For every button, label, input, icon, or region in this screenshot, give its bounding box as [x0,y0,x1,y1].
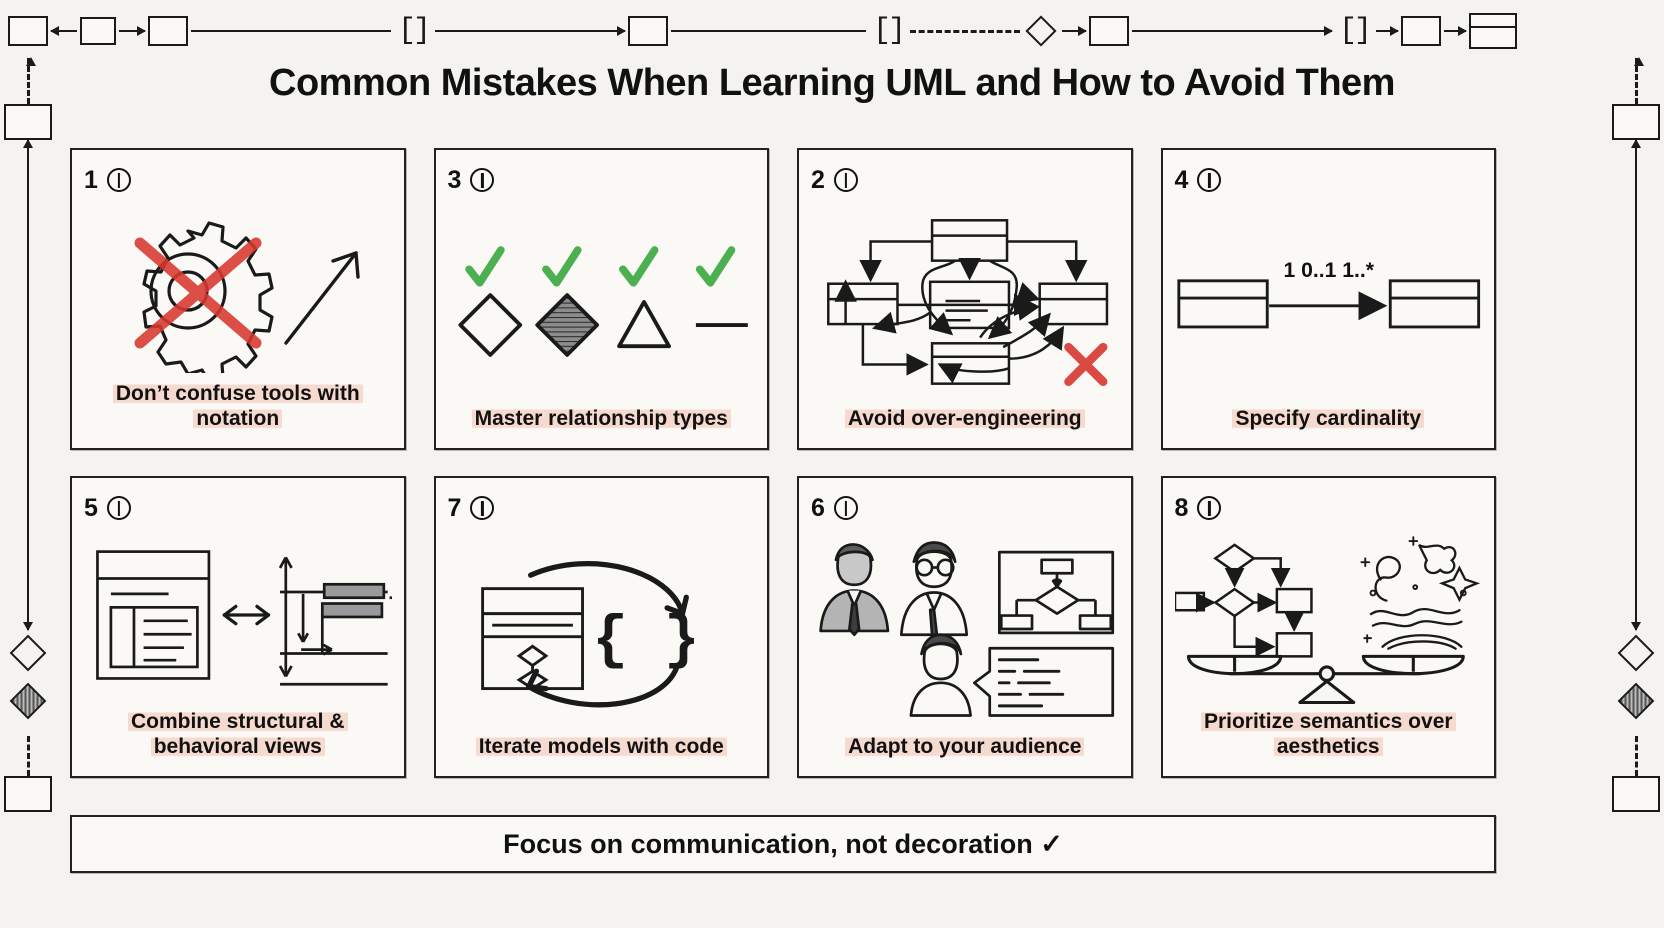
side-arrow-down [1631,618,1641,631]
chain-box [8,16,48,46]
tip-card-5[interactable]: 5 [70,476,406,778]
card-caption: Don’t confuse tools with notation [84,381,392,436]
side-filled-diamond-icon [1617,682,1655,720]
chain-bracket-icon: [] [398,14,431,48]
card-caption: Avoid over-engineering [811,406,1119,436]
tip-card-6[interactable]: 6 [797,476,1133,778]
info-circle-icon [833,168,858,192]
chain-dashed-line [910,29,1021,33]
side-hollow-diamond-icon [1617,634,1655,672]
info-circle-icon [106,496,131,520]
chain-box [1089,16,1130,46]
chain-line [191,30,391,32]
chain-box [628,16,669,46]
side-long-arrow-up [1631,139,1641,618]
card-header: 4 [1175,164,1483,196]
chain-diamond-icon [1025,15,1057,47]
side-dashed-line [26,736,30,776]
tip-card-3[interactable]: 3 [433,148,769,450]
card-header: 1 [84,164,392,196]
card-caption: Adapt to your audience [811,734,1119,764]
chain-box [148,16,188,46]
info-circle-icon [470,168,495,192]
side-hollow-diamond-icon [9,634,47,672]
info-circle-icon [106,168,131,192]
info-circle-icon [1197,168,1222,192]
info-circle-icon [833,496,858,520]
card-caption: Combine structural & behavioral views [84,709,392,764]
chain-bracket-icon: [] [873,14,906,48]
chain-arrow-right [1062,26,1088,36]
cardinality-illustration: 1 0..1 1..* [1175,196,1483,406]
card-number: 4 [1174,165,1189,194]
card-caption: Specify cardinality [1175,406,1483,436]
card-caption: Master relationship types [448,406,756,436]
code-braces-label: { } [592,606,699,674]
tips-grid: 1 Don’t confuse tools [70,148,1496,778]
side-box [1612,776,1660,812]
tangled-class-diagram-illustration [811,196,1119,406]
card-header: 8 [1175,492,1483,524]
card-header: 6 [811,492,1119,524]
audience-personas-illustration [811,524,1119,734]
side-box [1612,104,1660,140]
uml-relationship-symbols-illustration [448,196,756,406]
side-box [4,776,52,812]
card-number: 8 [1174,493,1189,522]
chain-arrow-right [435,26,627,36]
multiplicity-label: 1 0..1 1..* [1283,259,1374,282]
card-header: 3 [448,164,756,196]
top-decoration-chain: [] [] [] [0,8,1664,54]
structural-behavioral-views-illustration [84,524,392,709]
side-dashed-line [1634,736,1638,776]
card-header: 5 [84,492,392,524]
footer-text: Focus on communication, not decoration ✓ [503,828,1063,859]
side-dashed-arrow-up [25,57,36,104]
chain-arrow-right [1444,26,1468,36]
left-decoration-chain [0,0,56,928]
footer-banner: Focus on communication, not decoration ✓ [70,815,1496,873]
crossed-gear-with-arrow-illustration [84,196,392,381]
chain-bracket-icon: [] [1339,14,1372,48]
chain-arrow-right [1376,26,1400,36]
card-number: 7 [447,493,462,522]
chain-arrow-left [50,26,77,36]
card-number: 1 [84,165,98,194]
tip-card-8[interactable]: 8 [1160,476,1496,778]
info-circle-icon [470,496,495,520]
card-number: 6 [811,493,825,522]
tip-card-1[interactable]: 1 Don’t confuse tools [70,148,406,450]
card-header: 7 [448,492,756,524]
tip-card-2[interactable]: 2 [797,148,1133,450]
side-arrow-down [23,618,33,631]
chain-arrow-right [119,26,146,36]
card-caption: Iterate models with code [448,734,756,764]
card-caption: Prioritize semantics over aesthetics [1175,709,1483,764]
side-filled-diamond-icon [9,682,47,720]
card-number: 3 [447,165,462,194]
side-dashed-arrow-up [1633,57,1644,104]
side-long-arrow-up [23,139,33,618]
side-box [4,104,52,140]
chain-box [80,17,116,45]
right-decoration-chain [1608,0,1664,928]
chain-line [671,30,867,32]
page-title: Common Mistakes When Learning UML and Ho… [269,62,1395,104]
semantics-vs-aesthetics-scale-illustration [1174,524,1483,709]
card-number: 2 [811,165,825,194]
tip-card-7[interactable]: 7 { } [433,476,769,778]
chain-box [1401,16,1442,46]
info-circle-icon [1197,496,1222,520]
chain-arrow-right [1132,26,1334,36]
tip-card-4[interactable]: 4 1 0..1 1..* Specify cardinality [1160,148,1496,450]
card-number: 5 [84,493,98,522]
chain-class-box [1469,13,1518,49]
model-code-cycle-illustration: { } [448,524,756,734]
card-header: 2 [811,164,1119,196]
